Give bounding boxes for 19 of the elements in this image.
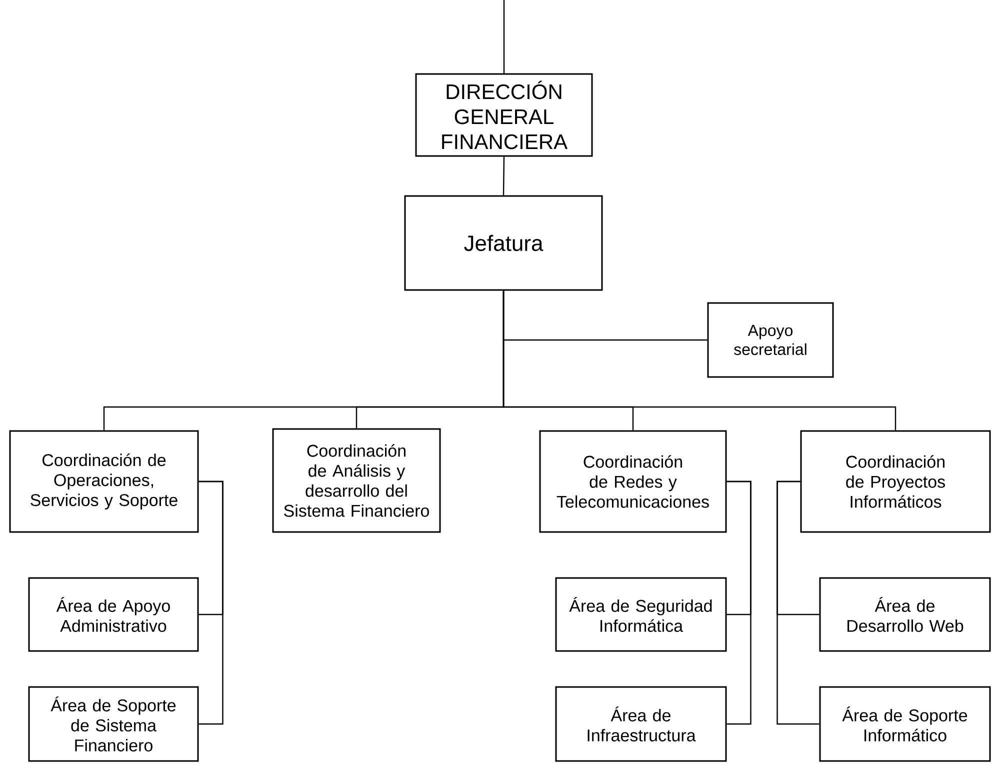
org-box: Área de Seguridad Informática bbox=[555, 577, 727, 652]
org-box: DIRECCIÓN GENERAL FINANCIERA bbox=[415, 73, 593, 157]
org-box: Área de Desarrollo Web bbox=[819, 577, 991, 652]
connector-line bbox=[726, 480, 752, 725]
org-box: Coordinación de Análisis y desarrollo del Sistema Financiero bbox=[272, 428, 441, 533]
org-box: Área de Soporte de Sistema Financiero bbox=[28, 686, 199, 762]
org-box: Área de Infraestructura bbox=[555, 686, 727, 762]
connector-line bbox=[502, 290, 896, 430]
org-box: Coordinación de Proyectos Informáticos bbox=[800, 430, 991, 533]
connector-line bbox=[198, 480, 224, 725]
org-box: Jefatura bbox=[404, 195, 603, 291]
connector-line bbox=[503, 0, 505, 74]
org-box: Coordinación de Redes y Telecomunicaciones bbox=[539, 430, 727, 533]
org-box: Coordinación de Operaciones, Servicios y Soporte bbox=[9, 430, 199, 533]
org-box: Área de Soporte Informático bbox=[819, 686, 991, 762]
connector-line bbox=[502, 156, 505, 196]
org-box: Apoyo secretarial bbox=[707, 302, 834, 378]
connector-line bbox=[776, 480, 820, 725]
org-box: Área de Apoyo Administrativo bbox=[28, 577, 199, 652]
